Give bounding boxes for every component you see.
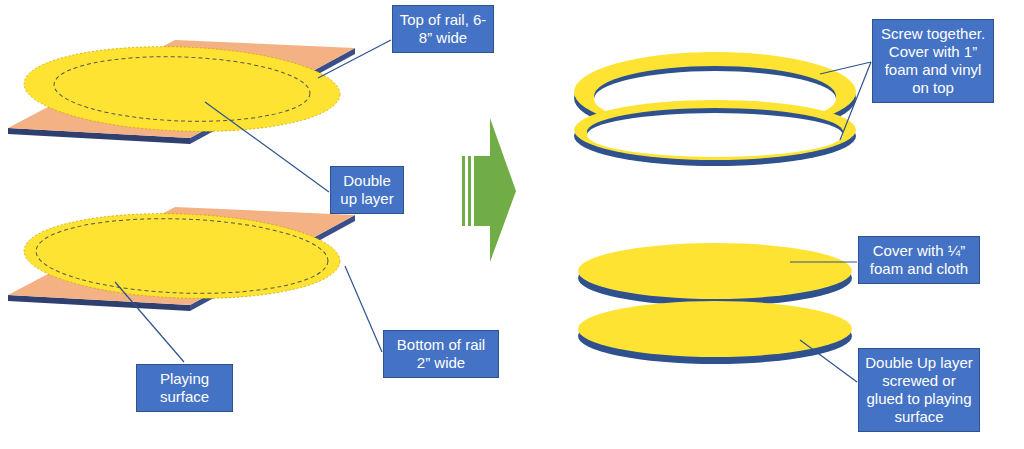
double-up-disc: [578, 301, 852, 364]
callout-box: Cover with ¼” foam and cloth: [858, 236, 980, 284]
top-plate: [8, 40, 355, 144]
green-arrow: [462, 118, 516, 262]
callout-text: Screw together. Cover with 1” foam and v…: [879, 25, 987, 97]
callout-box: Playing surface: [136, 364, 233, 412]
bottom-rail-ring: [574, 100, 856, 166]
callout-box: Double up layer: [330, 166, 404, 214]
callout-text: Playing surface: [143, 370, 226, 406]
callout-text: Double Up layer screwed or glued to play…: [865, 354, 973, 426]
callout-text: Cover with ¼” foam and cloth: [865, 242, 973, 278]
callout-text: Double up layer: [337, 172, 397, 208]
callout-box: Bottom of rail 2” wide: [383, 330, 499, 378]
playing-disc: [578, 243, 852, 306]
leader-lines: [115, 40, 871, 382]
callout-box: Double Up layer screwed or glued to play…: [858, 348, 980, 432]
callout-box: Screw together. Cover with 1” foam and v…: [872, 19, 994, 103]
callout-box: Top of rail, 6-8” wide: [392, 5, 494, 53]
callout-text: Top of rail, 6-8” wide: [399, 11, 487, 47]
bottom-plate: [8, 207, 355, 311]
callout-text: Bottom of rail 2” wide: [390, 336, 492, 372]
